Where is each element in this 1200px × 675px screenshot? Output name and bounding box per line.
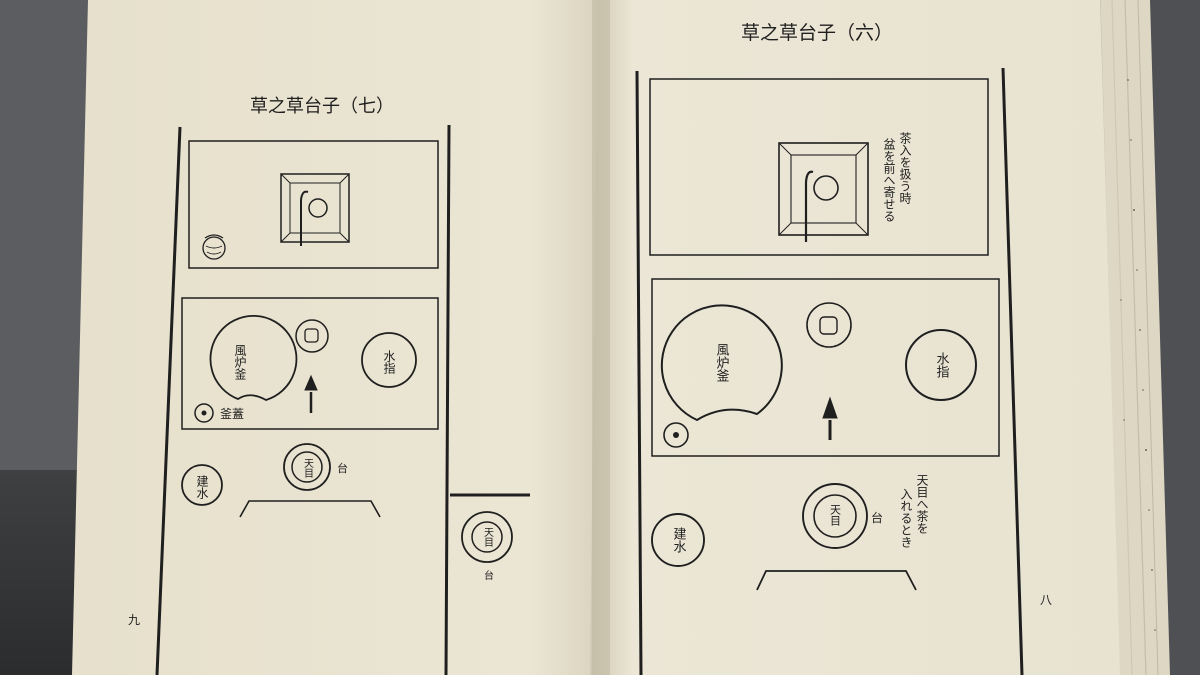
right-note-bottom-line1: 天目へ茶を	[915, 474, 929, 534]
left-furo-kama-icon	[209, 314, 298, 401]
left-kensui-label: 建水	[195, 475, 209, 499]
right-page-title: 草之草台子（六）	[741, 22, 893, 44]
left-tray	[280, 173, 350, 243]
left-tenmoku-label: 天目	[302, 458, 314, 478]
right-page-content: 草之草台子（六） 八	[635, 22, 1052, 675]
right-dai-label: 台	[871, 510, 883, 525]
left-dai-label: 台	[337, 461, 348, 475]
left-side-tenmoku-label: 天目	[482, 527, 494, 547]
right-tenmoku-label: 天目	[829, 504, 842, 526]
right-futaoki-icon	[663, 422, 689, 448]
right-note-top-line1: 茶入を扱う時	[898, 131, 912, 204]
left-chashaku-icon	[300, 190, 309, 246]
right-chashaku-icon	[804, 170, 814, 242]
right-chaire-icon	[813, 175, 839, 201]
right-upper-shelf	[649, 78, 989, 256]
right-mizusashi-label: 水指	[934, 352, 950, 378]
page-edge-speckles	[1120, 79, 1156, 631]
left-small-jar-icon	[202, 234, 226, 260]
left-page	[72, 0, 612, 675]
right-labels: 茶入を扱う時 盆を前へ寄せる 風炉釜 水指 建水 天目 台 天目へ茶を 入れると…	[671, 131, 950, 554]
left-mizusashi-label: 水指	[382, 350, 396, 375]
right-mizusashi-icon	[905, 329, 977, 401]
left-kensui-icon	[181, 464, 223, 506]
left-base-line	[239, 500, 381, 518]
right-page-number: 八	[1040, 593, 1052, 607]
right-kensui-icon	[651, 513, 705, 567]
left-furo-kama-label: 風炉釜	[233, 344, 247, 380]
left-page-number: 九	[128, 613, 140, 627]
left-tenmoku-dai-icon	[283, 443, 331, 491]
right-base-line	[756, 570, 917, 591]
left-frame-line-left	[155, 126, 182, 675]
right-furo-kama-label: 風炉釜	[714, 343, 730, 382]
left-labels: 風炉釜 水指 釜蓋 建水 天目 台 天目 台	[195, 344, 494, 581]
left-lower-shelf	[181, 297, 439, 430]
right-natsume-icon	[806, 302, 852, 348]
right-lower-shelf	[651, 278, 1000, 457]
left-futaoki-label: 釜蓋	[220, 406, 244, 421]
right-tray-inner	[790, 154, 857, 224]
right-frame-line-left	[635, 70, 643, 675]
left-mizusashi-icon	[361, 332, 417, 388]
right-frame-line-right	[1001, 67, 1024, 675]
left-natsume-icon	[295, 319, 329, 353]
left-tenmoku-icon	[291, 451, 323, 483]
right-tenmoku-icon	[813, 494, 857, 538]
left-futaoki-icon	[194, 403, 214, 423]
gutter-shadow	[592, 0, 610, 675]
left-chasen-icon	[304, 374, 318, 413]
left-tray-inner	[289, 182, 341, 234]
right-note-top-line2: 盆を前へ寄せる	[882, 138, 896, 222]
left-page-content: 草之草台子（七）	[128, 96, 530, 675]
left-frame-line-right	[444, 124, 451, 675]
right-furo-kama-icon	[660, 304, 783, 422]
left-upper-shelf	[188, 140, 439, 269]
left-side-dai-label: 台	[482, 569, 493, 581]
right-note-bottom-line2: 入れるとき	[899, 488, 913, 548]
right-tenmoku-dai-icon	[802, 483, 868, 549]
left-page-title: 草之草台子（七）	[250, 96, 394, 117]
right-kensui-label: 建水	[671, 527, 687, 553]
right-tray	[778, 142, 869, 236]
left-chaire-icon	[308, 198, 328, 218]
left-side-tenmoku-icon	[471, 521, 503, 553]
left-side-tenmoku-dai-icon	[461, 511, 513, 563]
right-chasen-icon	[822, 396, 838, 440]
